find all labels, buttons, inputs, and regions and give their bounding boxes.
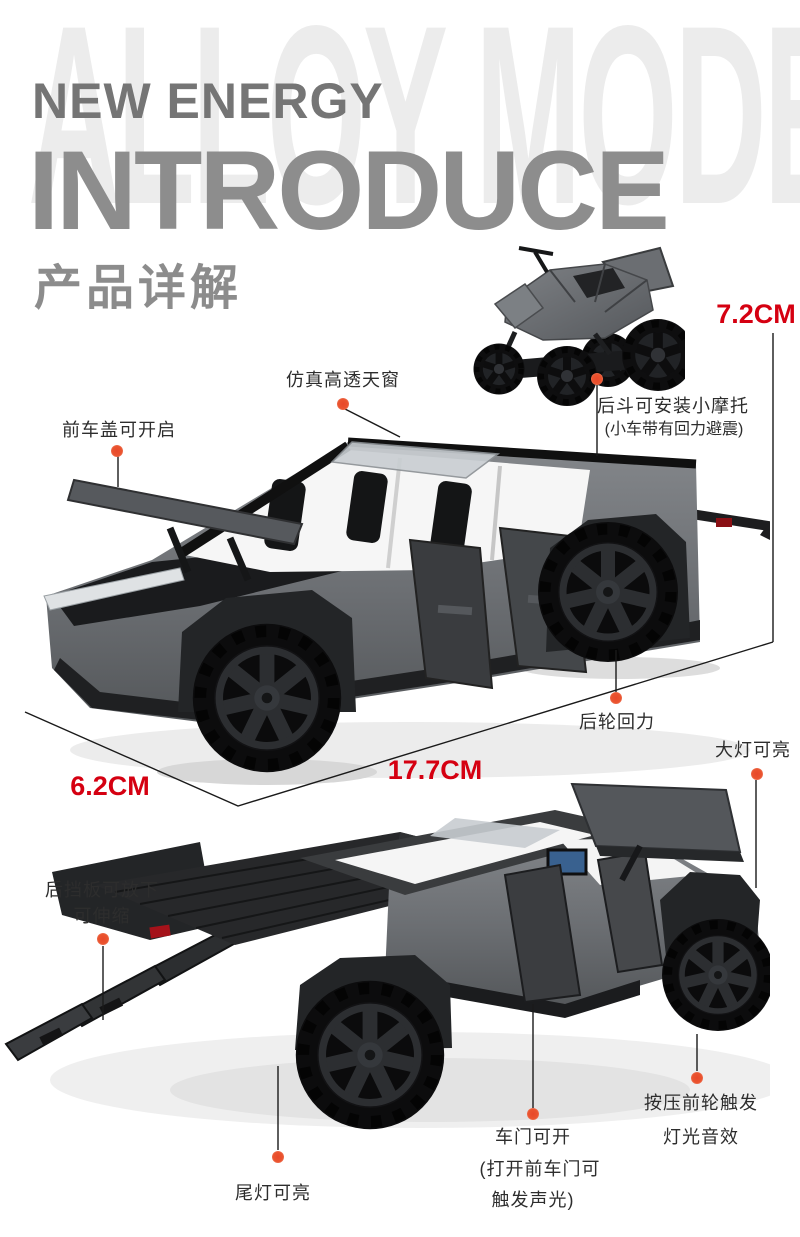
- cybertruck-photo-side: [43, 437, 770, 785]
- annotation-door-line3: 触发声光): [491, 1190, 575, 1210]
- annotation-rear-wheel: 后轮回力: [579, 712, 655, 732]
- annotation-sunroof: 仿真高透天窗: [286, 370, 400, 390]
- marker-dot-rear-wheel: [610, 692, 622, 704]
- annotation-door-line2: (打开前车门可: [479, 1159, 601, 1179]
- annotation-front-wheel-line2: 灯光音效: [663, 1127, 739, 1147]
- annotation-headlight: 大灯可亮: [715, 740, 791, 760]
- annotation-door-line1: 车门可开: [495, 1127, 571, 1147]
- marker-dot-tailgate: [97, 933, 109, 945]
- cybertruck-photo-rear: [4, 782, 770, 1150]
- marker-dot-quad: [591, 373, 603, 385]
- annotation-taillight: 尾灯可亮: [235, 1183, 311, 1203]
- cyberquad-drawing: [474, 246, 686, 406]
- marker-dot-sunroof: [337, 398, 349, 410]
- annotation-quad-line1: 后斗可安装小摩托: [597, 396, 749, 416]
- marker-dot-taillight: [272, 1151, 284, 1163]
- marker-dot-door: [527, 1108, 539, 1120]
- cybertruck-side-drawing: [43, 437, 770, 785]
- annotation-quad-line2: (小车带有回力避震): [604, 421, 744, 438]
- annotation-hood: 前车盖可开启: [62, 420, 176, 440]
- marker-dot-headlight: [751, 768, 763, 780]
- cybertruck-rear-drawing: [4, 782, 770, 1129]
- annotation-front-wheel-line1: 按压前轮触发: [644, 1093, 758, 1113]
- cyberquad-photo: [455, 246, 686, 407]
- marker-dot-hood: [111, 445, 123, 457]
- dimension-height: 7.2CM: [716, 299, 796, 329]
- dimension-width: 6.2CM: [70, 771, 150, 801]
- watermark-text: ALLOY MODEL: [28, 0, 800, 258]
- dimension-length: 17.7CM: [387, 755, 483, 785]
- kicker-heading: NEW ENERGY: [32, 73, 384, 129]
- marker-dot-front-wheel: [691, 1072, 703, 1084]
- annotation-tailgate-line2: 可伸缩: [73, 906, 131, 926]
- annotation-tailgate-line1: 后挡板可放下: [45, 880, 159, 900]
- main-title: INTRODUCE: [28, 128, 670, 253]
- cn-subtitle: 产品详解: [34, 262, 243, 315]
